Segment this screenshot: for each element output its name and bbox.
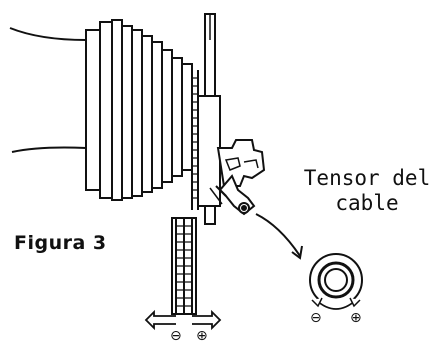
chain-direction-arrows [144,309,222,331]
tensor-label: Tensor del cable [296,166,438,216]
tensor-label-line2: cable [335,191,399,215]
callout-arrow [255,213,303,260]
frame-plate [197,95,221,207]
chain-lower [171,217,197,315]
cog-8 [161,49,173,183]
cog-10 [181,63,193,171]
arrow-left-icon [144,309,176,331]
barrel-adjuster-detail [309,253,363,310]
cog-9 [171,57,183,177]
arrow-right-icon [192,309,222,331]
adjuster-minus-symbol: ⊖ [310,310,322,326]
hub-lines [9,27,87,153]
cog-1 [85,29,101,191]
chain-plus-symbol: ⊕ [196,328,208,344]
derailleur-body [209,139,266,216]
cog-5 [131,29,143,197]
cog-2 [99,21,113,199]
cog-4 [121,25,133,199]
cog-6 [141,35,153,193]
tensor-label-line1: Tensor del [303,166,431,190]
frame-post [197,13,221,225]
cog-7 [151,41,163,189]
rotate-arrow-icon [315,299,357,310]
cassette [85,19,193,201]
figure-label: Figura 3 [14,232,107,254]
cog-3 [111,19,123,201]
adjuster-plus-symbol: ⊕ [350,310,362,326]
chain-minus-symbol: ⊖ [170,328,182,344]
adjuster-core [324,268,348,292]
